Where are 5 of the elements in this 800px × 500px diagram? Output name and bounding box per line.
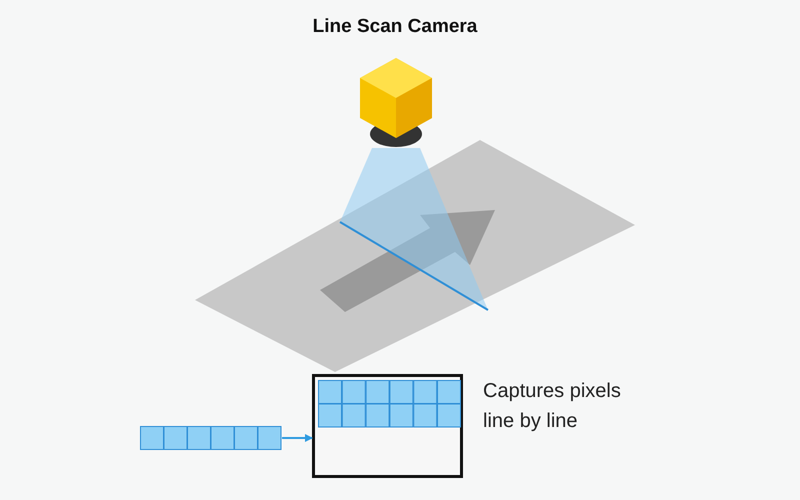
image-frame bbox=[312, 374, 463, 478]
arrow bbox=[282, 434, 313, 442]
pixel-row bbox=[140, 426, 282, 450]
caption-text: Captures pixels line by line bbox=[483, 379, 622, 434]
diagram-title: Line Scan Camera bbox=[312, 16, 478, 38]
